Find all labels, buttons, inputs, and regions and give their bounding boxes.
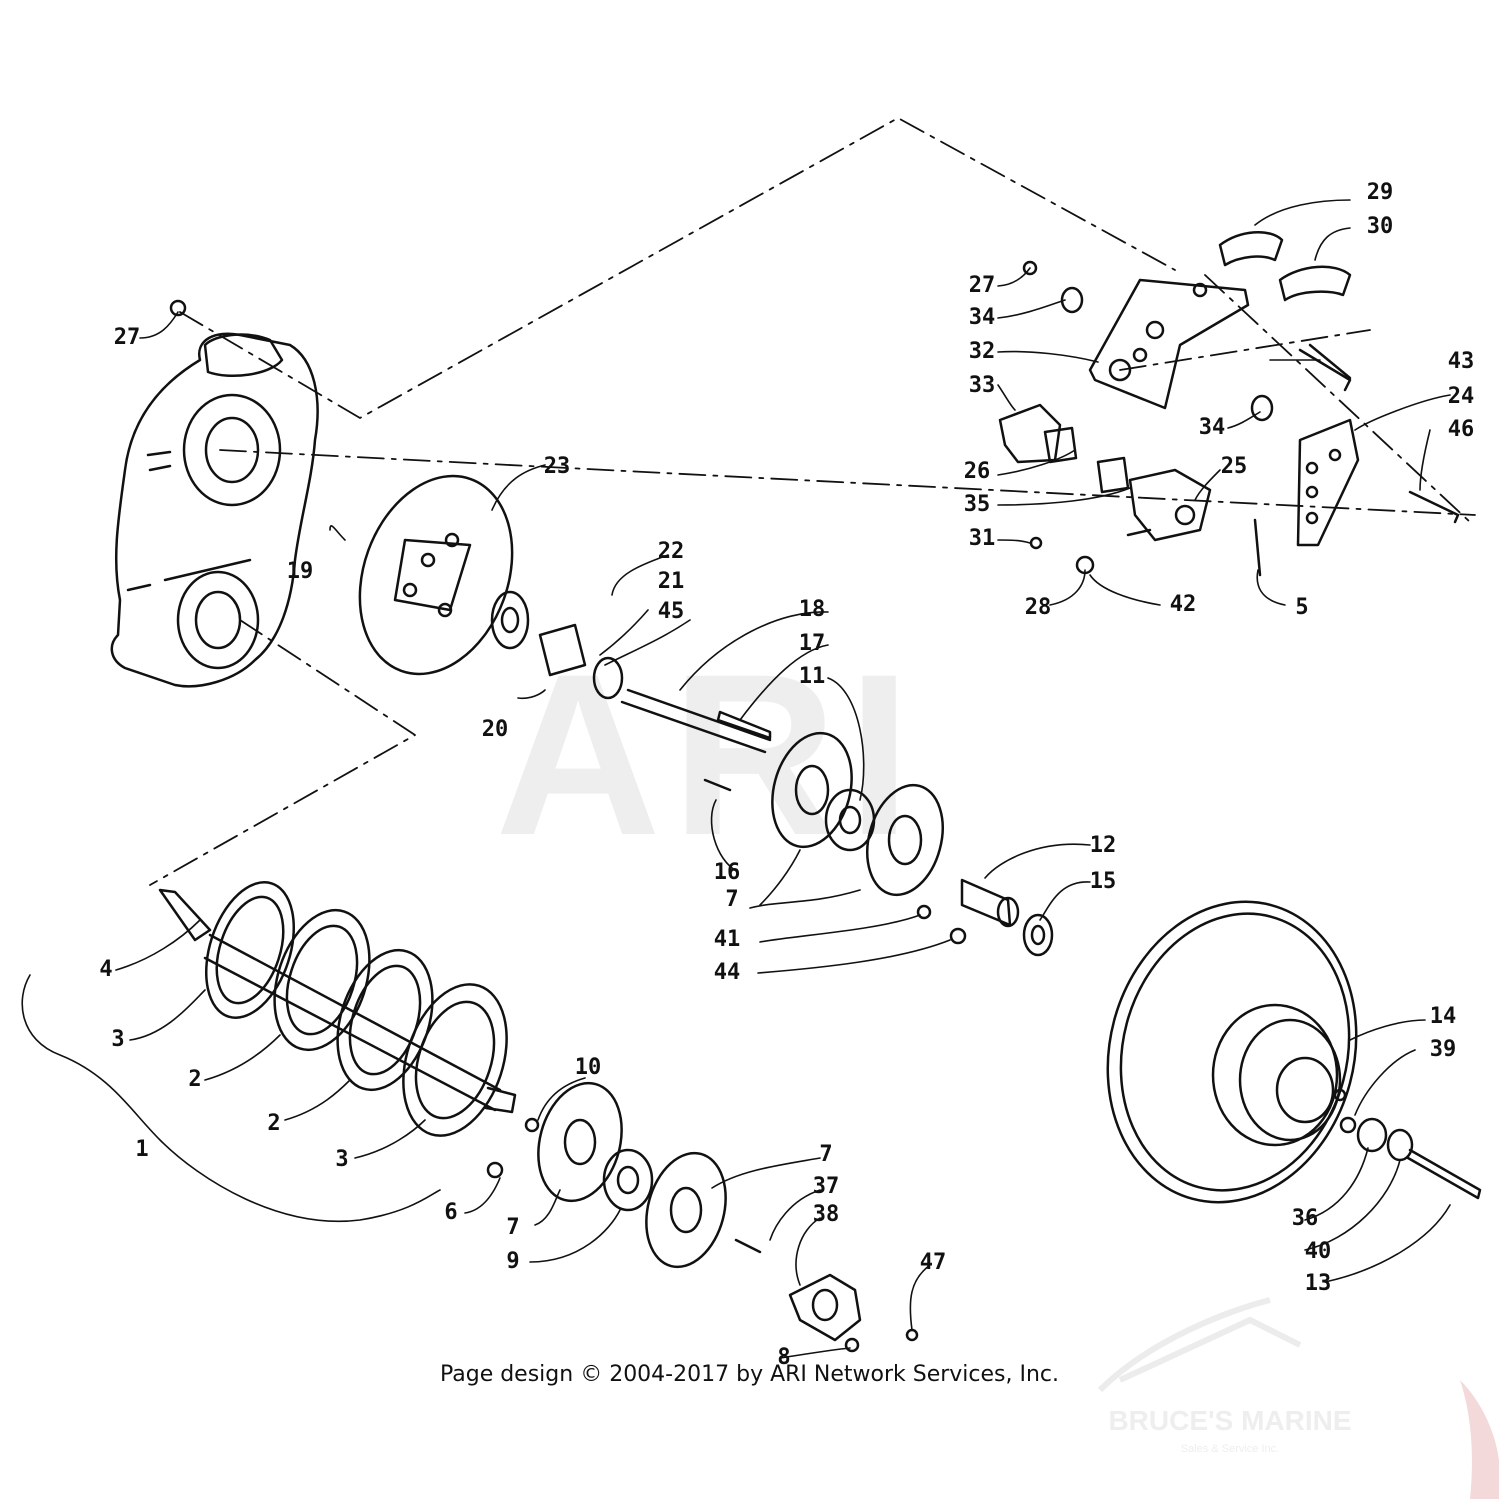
callout-43: 43 [1447, 349, 1475, 374]
leader-lines [21, 199, 1451, 1359]
callout-26: 26 [963, 459, 991, 484]
bolts-spacers [1022, 260, 1460, 524]
dealer-watermark-name: BRUCE'S MARINE [1108, 1405, 1352, 1436]
corner-accent [1460, 1380, 1499, 1499]
callout-2: 2 [267, 1111, 281, 1136]
copyright-notice: Page design © 2004-2017 by ARI Network S… [439, 1362, 1060, 1387]
assembly-lines [149, 117, 1476, 886]
callout-28: 28 [1024, 595, 1052, 620]
callout-15: 15 [1089, 869, 1117, 894]
callout-18: 18 [798, 597, 826, 622]
callout-27: 27 [113, 325, 141, 350]
callout-24: 24 [1447, 384, 1475, 409]
callout-44: 44 [713, 960, 741, 985]
callout-5: 5 [1295, 595, 1309, 620]
callout-3: 3 [335, 1147, 349, 1172]
callout-27: 27 [968, 273, 996, 298]
caliper-lever [1029, 468, 1262, 577]
bearing-collar-group [490, 590, 772, 754]
lower-flange-bearing [537, 1081, 762, 1269]
drive-axle-assembly [158, 881, 540, 1179]
dealer-logo-mark [1097, 1297, 1302, 1393]
brake-bracket [1088, 278, 1250, 410]
callout-32: 32 [968, 339, 996, 364]
callout-14: 14 [1429, 1004, 1457, 1029]
ari-watermark: ARI [495, 626, 922, 883]
callout-34: 34 [968, 305, 996, 330]
callout-3: 3 [111, 1027, 125, 1052]
callout-45: 45 [657, 599, 685, 624]
driven-clutch [1106, 900, 1482, 1204]
callout-19: 19 [286, 559, 314, 584]
callout-25: 25 [1220, 454, 1248, 479]
callout-34: 34 [1198, 415, 1226, 440]
callout-20: 20 [481, 717, 509, 742]
callout-12: 12 [1089, 833, 1117, 858]
callout-9: 9 [506, 1249, 520, 1274]
callout-37: 37 [812, 1174, 840, 1199]
callout-33: 33 [968, 373, 996, 398]
callout-40: 40 [1304, 1239, 1332, 1264]
callout-22: 22 [657, 539, 685, 564]
callout-13: 13 [1304, 1271, 1332, 1296]
callout-7: 7 [725, 887, 739, 912]
callout-11: 11 [798, 664, 826, 689]
spacer-washer [916, 878, 1054, 957]
callout-7: 7 [819, 1142, 833, 1167]
callout-6: 6 [444, 1200, 458, 1225]
callout-42: 42 [1169, 592, 1197, 617]
callout-10: 10 [574, 1055, 602, 1080]
callout-23: 23 [543, 454, 571, 479]
callout-41: 41 [713, 927, 741, 952]
sprocket-disc [358, 474, 514, 676]
callout-39: 39 [1429, 1037, 1457, 1062]
callout-1: 1 [135, 1137, 149, 1162]
brake-mount-plate [1296, 418, 1360, 547]
bearing-cover [788, 1273, 919, 1353]
callout-30: 30 [1366, 214, 1394, 239]
callout-31: 31 [968, 526, 996, 551]
callout-35: 35 [963, 492, 991, 517]
callout-7: 7 [506, 1215, 520, 1240]
callout-17: 17 [798, 631, 826, 656]
callout-2: 2 [188, 1067, 202, 1092]
callout-8: 8 [777, 1345, 791, 1370]
dealer-watermark-tagline: Sales & Service Inc. [1180, 1443, 1280, 1455]
callout-46: 46 [1447, 417, 1475, 442]
callout-36: 36 [1291, 1206, 1319, 1231]
callout-16: 16 [713, 860, 741, 885]
callout-47: 47 [919, 1250, 947, 1275]
upper-flange-bearing [703, 731, 944, 897]
callout-38: 38 [812, 1202, 840, 1227]
chaincase-housing [110, 299, 319, 688]
callout-4: 4 [99, 957, 113, 982]
callout-29: 29 [1366, 180, 1394, 205]
callout-21: 21 [657, 569, 685, 594]
